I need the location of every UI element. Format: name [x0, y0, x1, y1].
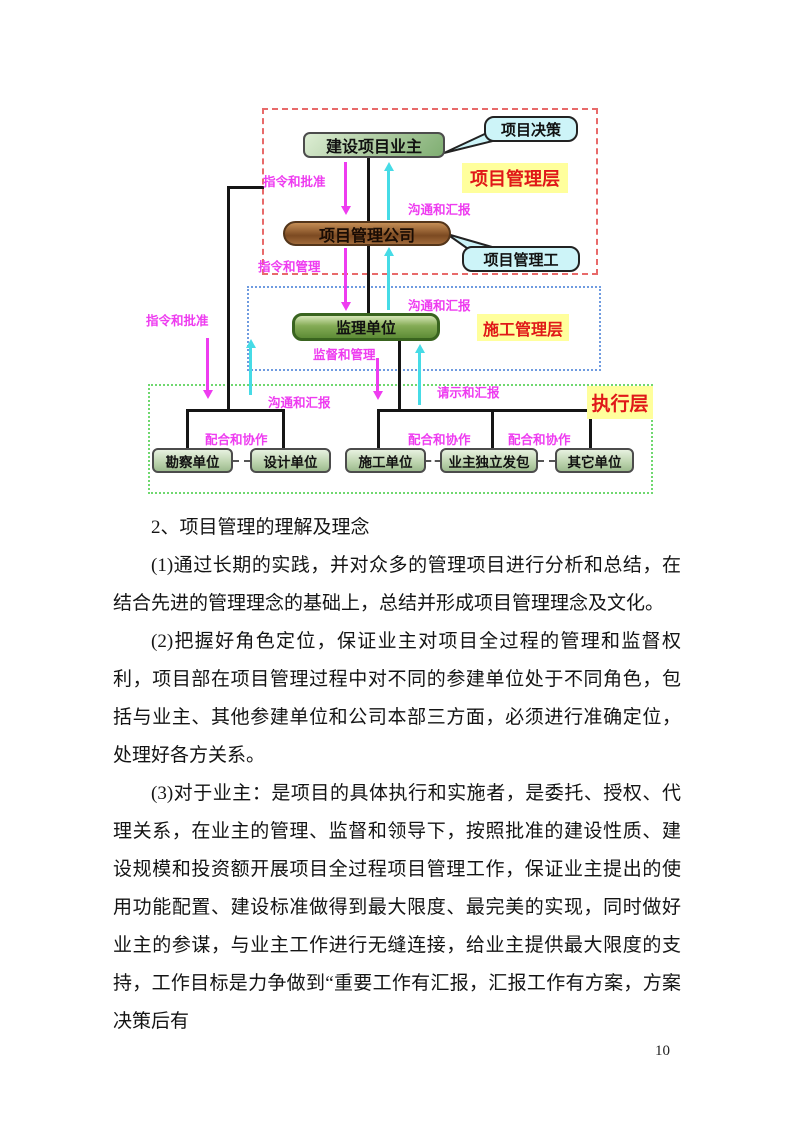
peer-link — [426, 460, 440, 462]
edge-label: 指令和批准 — [263, 175, 326, 189]
node-label: 施工单位 — [358, 454, 413, 470]
edge-label: 指令和批准 — [146, 314, 209, 328]
page-number: 10 — [655, 1043, 670, 1059]
paragraph: (1)通过长期的实践，并对众多的管理项目进行分析和总结，在结合先进的管理理念的基… — [113, 555, 681, 614]
report-arrow-up — [249, 347, 252, 395]
pm-work-callout-bubble: 项目管理工 — [462, 246, 580, 272]
node-survey-unit: 勘察单位 — [152, 448, 233, 473]
connector-line — [589, 409, 592, 449]
connector-line — [367, 245, 370, 315]
peer-link — [233, 460, 250, 462]
connector-line — [377, 409, 592, 412]
node-label: 项目管理公司 — [318, 227, 415, 245]
callout-label: 项目决策 — [500, 121, 561, 139]
connector-line — [227, 186, 230, 411]
paragraph: (2)把握好角色定位，保证业主对项目全过程的管理和监督权利，项目部在项目管理过程… — [113, 631, 681, 766]
node-label: 监理单位 — [335, 319, 396, 337]
edge-label: 配合和协作 — [508, 433, 571, 447]
badge-label: 项目管理层 — [470, 169, 560, 189]
badge-label: 执行层 — [591, 394, 649, 415]
report-arrow-up — [387, 170, 390, 220]
callout-label: 项目管理工 — [483, 251, 559, 269]
node-supervision-unit: 监理单位 — [292, 313, 440, 341]
badge-label: 施工管理层 — [482, 321, 563, 339]
management-layer-badge: 项目管理层 — [462, 163, 568, 193]
connector-line — [377, 409, 380, 449]
command-arrow-down — [344, 248, 347, 303]
report-arrow-up — [418, 352, 421, 405]
node-label: 业主独立发包 — [448, 454, 530, 470]
connector-line — [491, 409, 494, 449]
command-arrow-down — [206, 338, 209, 391]
execution-layer-badge: 执行层 — [587, 386, 653, 419]
node-construction-unit: 施工单位 — [345, 448, 426, 473]
edge-label: 配合和协作 — [408, 433, 471, 447]
command-arrow-down — [344, 162, 347, 207]
decision-callout-bubble: 项目决策 — [484, 116, 578, 142]
connector-line — [398, 340, 401, 411]
report-arrow-up — [387, 255, 390, 310]
section-heading: 2、项目管理的理解及理念 — [151, 517, 370, 538]
node-other-unit: 其它单位 — [555, 448, 634, 473]
body-text: 2、项目管理的理解及理念 (1)通过长期的实践，并对众多的管理项目进行分析和总结… — [113, 509, 681, 1041]
edge-label: 配合和协作 — [205, 433, 268, 447]
connector-line — [186, 409, 189, 449]
node-label: 勘察单位 — [165, 454, 220, 470]
connector-line — [227, 186, 264, 189]
node-project-owner: 建设项目业主 — [303, 132, 445, 158]
connector-line — [367, 157, 370, 223]
node-design-unit: 设计单位 — [250, 448, 331, 473]
org-structure-diagram: 建设项目业主 项目决策 项目管理层 项目管理公司 项目管理工 监理单位 施工管理… — [0, 0, 793, 510]
edge-label: 沟通和汇报 — [268, 396, 331, 410]
construction-management-layer-region — [247, 286, 601, 371]
paragraph: (3)对于业主：是项目的具体执行和实施者，是委托、授权、代理关系，在业主的管理、… — [113, 783, 681, 1032]
connector-line — [186, 409, 285, 412]
node-pm-company: 项目管理公司 — [283, 221, 451, 246]
project-management-layer-region — [262, 108, 598, 275]
edge-label: 指令和管理 — [258, 260, 321, 274]
node-label: 其它单位 — [567, 454, 622, 470]
edge-label: 请示和汇报 — [437, 386, 500, 400]
node-label: 设计单位 — [263, 454, 318, 470]
construction-layer-badge: 施工管理层 — [477, 314, 569, 341]
node-label: 建设项目业主 — [325, 139, 422, 156]
peer-link — [538, 460, 555, 462]
node-owner-contracted-unit: 业主独立发包 — [440, 448, 538, 473]
edge-label: 监督和管理 — [313, 348, 376, 362]
edge-label: 沟通和汇报 — [408, 299, 471, 313]
connector-line — [282, 409, 285, 449]
edge-label: 沟通和汇报 — [408, 203, 471, 217]
command-arrow-down — [376, 358, 379, 392]
